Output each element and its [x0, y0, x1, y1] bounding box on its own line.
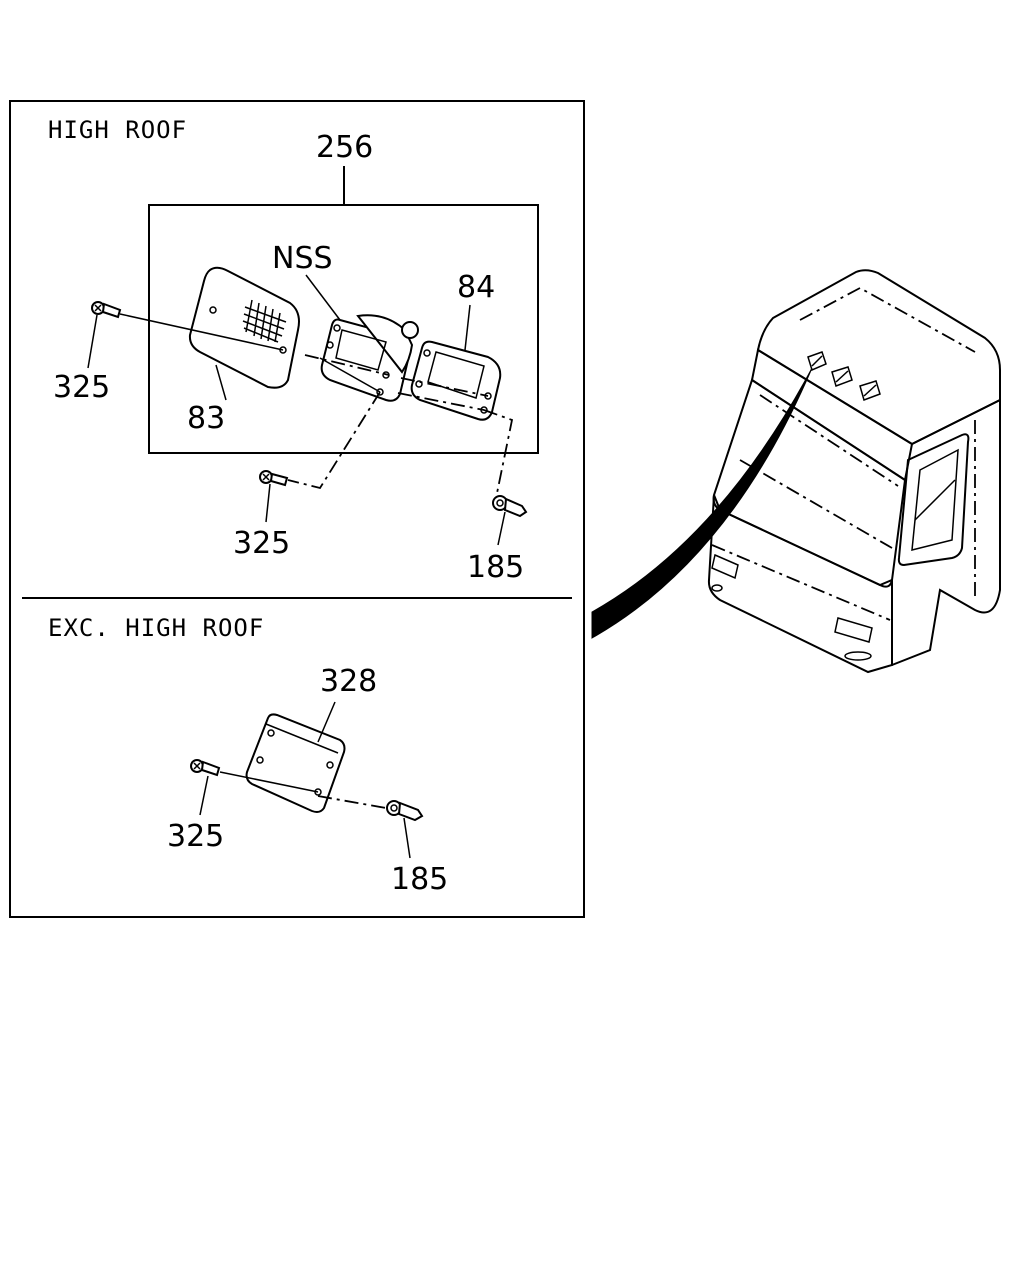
label-328: 328 — [320, 664, 377, 699]
section-title-exc-high-roof: EXC. HIGH ROOF — [48, 614, 264, 642]
label-325-a: 325 — [53, 370, 110, 405]
detail-pointer — [591, 367, 813, 639]
section-title-high-roof: HIGH ROOF — [48, 116, 187, 144]
label-185-a: 185 — [467, 550, 524, 585]
label-325-c: 325 — [167, 819, 224, 854]
clip-lower — [386, 800, 424, 822]
screw-lens — [91, 301, 122, 319]
clip-upper — [492, 495, 528, 518]
label-84: 84 — [457, 270, 495, 305]
gasket-part — [410, 340, 502, 421]
lens-part — [188, 266, 300, 389]
label-185-b: 185 — [391, 862, 448, 897]
truck-cab-illustration — [707, 269, 1001, 674]
lamp-housing — [320, 314, 419, 402]
diagram-frame — [9, 100, 585, 918]
label-256: 256 — [316, 130, 373, 165]
label-83: 83 — [187, 401, 225, 436]
screw-lower — [259, 470, 289, 487]
label-nss: NSS — [272, 241, 333, 276]
screw-plate — [190, 759, 221, 777]
label-325-b: 325 — [233, 526, 290, 561]
